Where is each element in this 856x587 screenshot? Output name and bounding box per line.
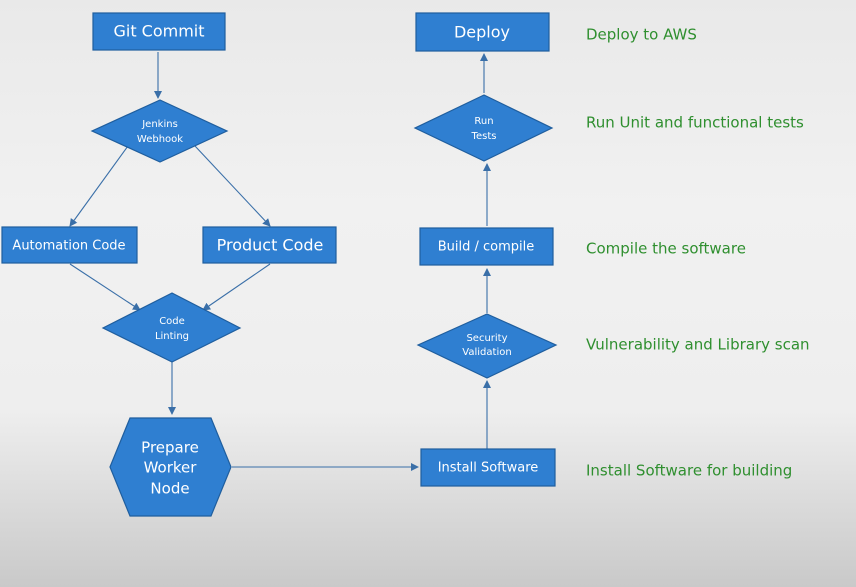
prepare-worker-label-line2: Worker (144, 459, 198, 477)
run-tests-node: Run Tests (413, 94, 554, 162)
security-validation-node: Security Validation (416, 313, 558, 379)
edge-jenkins-automation (69, 145, 129, 227)
install-software-node: Install Software (420, 448, 556, 487)
jenkins-webhook-node: Jenkins Webhook (90, 99, 229, 163)
automation-code-label: Automation Code (12, 239, 125, 254)
security-validation-label-line2: Validation (462, 347, 511, 358)
note-deploy: Deploy to AWS (586, 26, 697, 44)
prepare-worker-node: Prepare Worker Node (109, 417, 232, 517)
code-linting-label-line1: Code (159, 316, 185, 327)
automation-code-node: Automation Code (1, 226, 138, 264)
product-code-label: Product Code (217, 236, 324, 255)
install-software-label: Install Software (438, 461, 539, 476)
run-tests-label-line2: Tests (471, 131, 497, 142)
git-commit-label: Git Commit (113, 22, 204, 41)
edge-automation-linting (69, 263, 141, 311)
note-run-tests: Run Unit and functional tests (586, 114, 804, 132)
git-commit-node: Git Commit (92, 12, 226, 51)
code-linting-node: Code Linting (101, 292, 242, 363)
edge-product-linting (202, 263, 271, 311)
build-compile-label: Build / compile (438, 240, 535, 255)
security-validation-label-line1: Security (466, 333, 507, 344)
product-code-node: Product Code (202, 226, 337, 264)
note-install: Install Software for building (586, 462, 792, 480)
note-build: Compile the software (586, 240, 746, 258)
deploy-label: Deploy (454, 23, 510, 42)
run-tests-label-line1: Run (474, 116, 493, 127)
code-linting-label-line2: Linting (155, 331, 189, 342)
jenkins-webhook-label-line1: Jenkins (141, 119, 178, 130)
prepare-worker-label-line3: Node (150, 480, 189, 498)
prepare-worker-label-line1: Prepare (141, 439, 199, 457)
note-security: Vulnerability and Library scan (586, 336, 810, 354)
jenkins-webhook-label-line2: Webhook (137, 134, 183, 145)
build-compile-node: Build / compile (419, 227, 554, 266)
deploy-node: Deploy (415, 12, 550, 52)
edge-jenkins-product (194, 145, 271, 227)
